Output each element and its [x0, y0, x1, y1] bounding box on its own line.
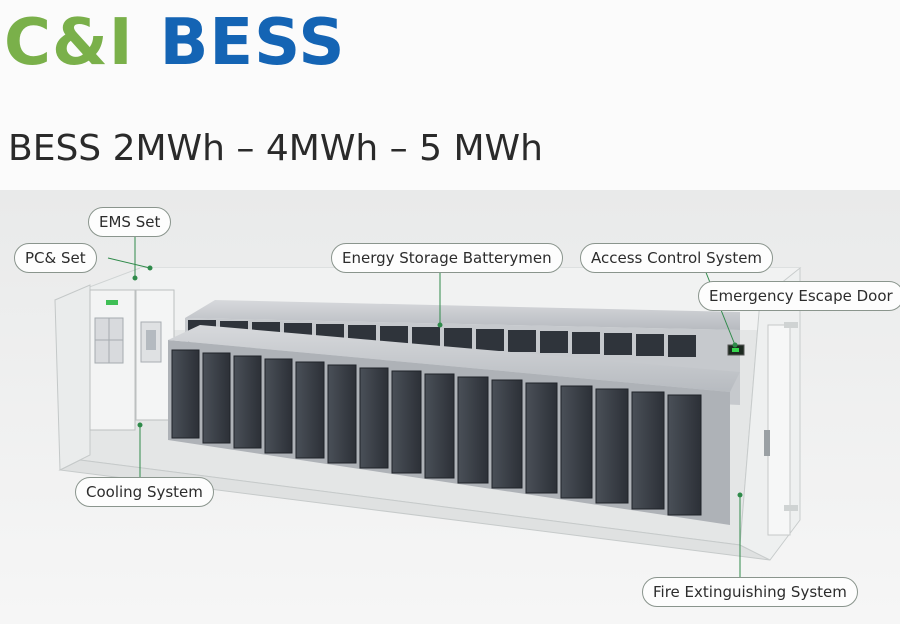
access-control-light — [732, 348, 739, 352]
brand-bess: BESS — [159, 6, 346, 80]
label-pcs-set: PC& Set — [14, 243, 97, 273]
pcs-cabinet — [54, 284, 175, 471]
label-access-control: Access Control System — [580, 243, 774, 273]
brand-ci: C&I — [4, 6, 134, 80]
page-subtitle: BESS 2MWh – 4MWh – 5 MWh — [8, 128, 543, 169]
label-energy-storage: Energy Storage Batterymen — [331, 243, 563, 273]
label-fire-extinguishing: Fire Extinguishing System — [642, 577, 858, 607]
label-ems-set: EMS Set — [88, 207, 172, 237]
brand-logo: C&I BESS — [4, 0, 345, 86]
label-cooling-system: Cooling System — [75, 477, 214, 507]
label-emergency-escape-door: Emergency Escape Door — [698, 281, 900, 311]
battery-rack-front — [168, 325, 740, 525]
